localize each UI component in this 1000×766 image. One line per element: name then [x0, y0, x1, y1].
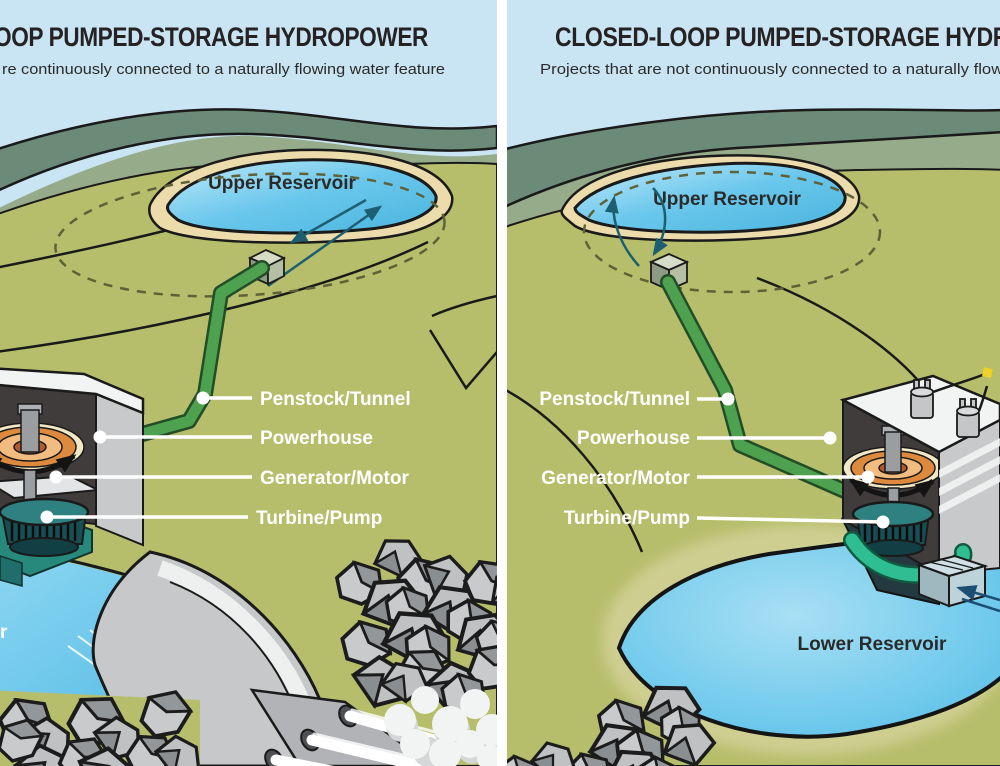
- generator-label: Generator/Motor: [260, 468, 409, 489]
- transformers: [910, 372, 989, 438]
- powerhouse-structure: [839, 367, 1000, 613]
- powerhouse-label: Powerhouse: [260, 428, 373, 449]
- turbine-pump: [851, 500, 935, 557]
- powerhouse-wall: [95, 392, 144, 547]
- spillway-face: [249, 688, 435, 766]
- flow-arrows: [604, 187, 668, 267]
- component-callouts: Penstock/Tunnel Powerhouse Generator/Mot…: [539, 389, 890, 529]
- left-panel-title: OOP PUMPED-STORAGE HYDROPOWER: [0, 22, 428, 52]
- left-panel-subtitle: re continuously connected to a naturally…: [2, 61, 445, 78]
- shore-rocks: [0, 684, 206, 766]
- powerline-node: [982, 367, 993, 378]
- outlet-flow-arrows: [956, 585, 1000, 613]
- penstock-label: Penstock/Tunnel: [539, 389, 690, 410]
- penstock-label: Penstock/Tunnel: [260, 389, 411, 410]
- open-loop-panel: Upper Reservoir: [0, 0, 497, 766]
- right-panel-title: CLOSED-LOOP PUMPED-STORAGE HYDR: [555, 22, 1000, 52]
- dashed-loop: [54, 172, 446, 298]
- turbine-label: Turbine/Pump: [564, 508, 690, 529]
- outlet-box: [915, 554, 989, 608]
- component-callouts: Penstock/Tunnel Powerhouse Generator/Mot…: [0, 389, 411, 643]
- panel-divider: [497, 0, 507, 766]
- louver-stripes: [939, 438, 1000, 514]
- upper-reservoir-label: Upper Reservoir: [653, 189, 801, 210]
- upper-reservoir-label: Upper Reservoir: [208, 173, 356, 194]
- spray-foam: [384, 686, 497, 766]
- flow-arrows: [267, 198, 383, 288]
- generator-label: Generator/Motor: [541, 468, 690, 489]
- closed-loop-panel: Upper Reservoir Lower Reservoir: [507, 0, 1000, 766]
- turbine-label: Turbine/Pump: [256, 508, 382, 529]
- lower-reservoir-label: Lower Reservoir: [798, 634, 947, 655]
- powerhouse-structure: [0, 367, 145, 587]
- dashed-loop: [582, 170, 882, 294]
- right-panel-subtitle: Projects that are not continuously conne…: [540, 61, 1000, 78]
- turbine-pump: [0, 497, 90, 557]
- powerhouse-label: Powerhouse: [577, 428, 690, 449]
- river-label-fragment: r: [0, 622, 8, 643]
- powerhouse-roof: [0, 367, 145, 415]
